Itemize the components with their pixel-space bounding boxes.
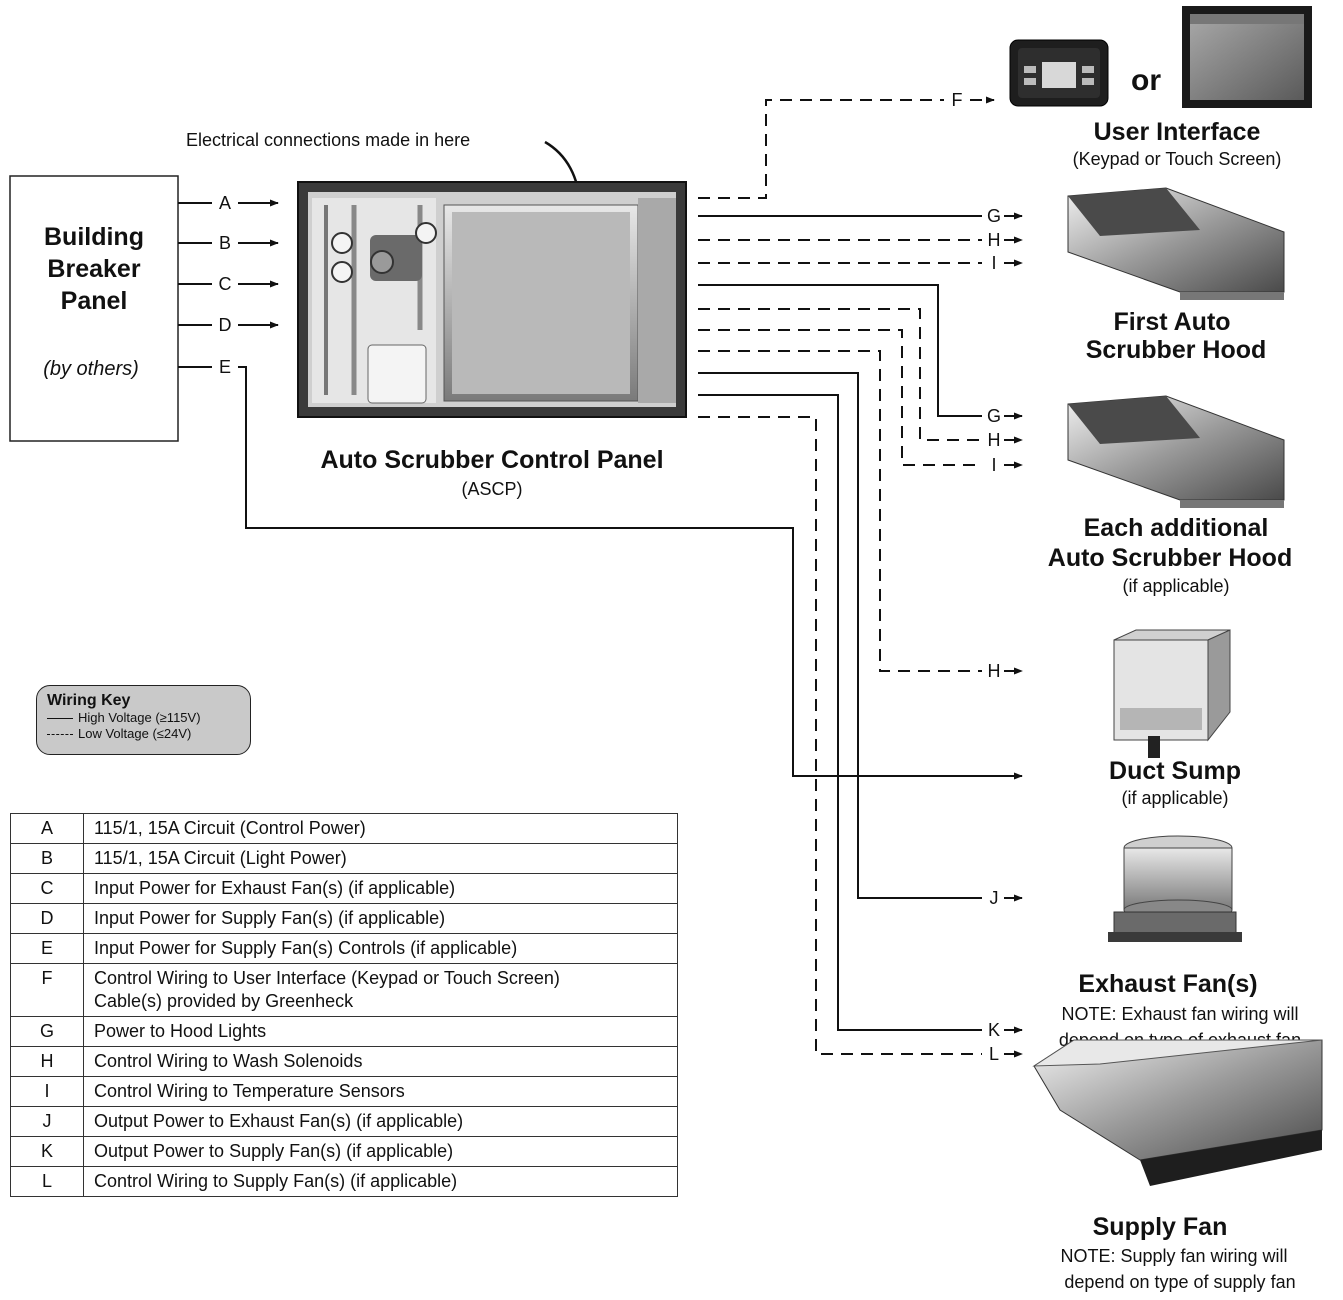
wire-description: Input Power for Supply Fan(s) (if applic… <box>83 903 678 934</box>
wire-code: C <box>10 873 84 904</box>
wire-description: Control Wiring to Temperature Sensors <box>83 1076 678 1107</box>
wire-code: L <box>10 1166 84 1197</box>
wire-code: I <box>10 1076 84 1107</box>
breaker-panel-note: (by others) <box>43 358 139 380</box>
wire-code: D <box>10 903 84 934</box>
control-panel-title: Auto Scrubber Control Panel <box>320 446 663 474</box>
wire-label-f: F <box>952 90 963 110</box>
wire-label-g1: G <box>987 206 1001 226</box>
wire-code: J <box>10 1106 84 1137</box>
wire-code: A <box>10 813 84 844</box>
wire-label-h1: H <box>988 230 1001 250</box>
breaker-panel-title-2: Breaker <box>47 255 140 283</box>
supply-fan-note-1: NOTE: Supply fan wiring will <box>1060 1246 1287 1266</box>
wire-description: Control Wiring to Supply Fan(s) (if appl… <box>83 1166 678 1197</box>
wire-code: G <box>10 1016 84 1047</box>
wiring-key-title: Wiring Key <box>47 692 131 709</box>
first-hood-title-2: Scrubber Hood <box>1086 336 1267 364</box>
control-panel-image <box>297 181 687 418</box>
user-interface-title: User Interface <box>1094 118 1261 146</box>
or-text: or <box>1131 64 1161 97</box>
wire-label-h2: H <box>988 430 1001 450</box>
wire-code: K <box>10 1136 84 1167</box>
wire-description: Input Power for Supply Fan(s) Controls (… <box>83 933 678 964</box>
duct-sump-title: Duct Sump <box>1109 757 1241 785</box>
callout-text: Electrical connections made in here <box>186 130 470 150</box>
wire-description: 115/1, 15A Circuit (Light Power) <box>83 843 678 874</box>
duct-sump-image <box>1113 629 1231 758</box>
dashed-line-swatch <box>47 733 73 735</box>
wire-label-b: B <box>219 233 231 253</box>
wire-label-j: J <box>990 888 999 908</box>
additional-hood-image <box>1067 395 1285 508</box>
additional-hood-title-2: Auto Scrubber Hood <box>1048 544 1292 572</box>
wire-code: B <box>10 843 84 874</box>
additional-hood-subtitle: (if applicable) <box>1122 576 1229 596</box>
wire-label-h3: H <box>988 661 1001 681</box>
wire-label-i1: I <box>991 253 996 273</box>
wire-label-a: A <box>219 193 231 213</box>
wire-description: Output Power to Supply Fan(s) (if applic… <box>83 1136 678 1167</box>
breaker-panel-title-3: Panel <box>61 287 128 315</box>
first-hood-title-1: First Auto <box>1113 308 1230 336</box>
exhaust-fan-image <box>1108 835 1242 942</box>
supply-fan-title: Supply Fan <box>1093 1213 1228 1241</box>
input-wires: A B C D E <box>178 193 1023 780</box>
duct-sump-subtitle: (if applicable) <box>1121 788 1228 808</box>
legend-low-voltage: Low Voltage (≤24V) <box>47 726 240 742</box>
wire-label-k: K <box>988 1020 1000 1040</box>
supply-fan-note-2: depend on type of supply fan <box>1064 1272 1295 1292</box>
building-breaker-panel: Building Breaker Panel (by others) <box>9 175 179 442</box>
wire-description: 115/1, 15A Circuit (Control Power) <box>83 813 678 844</box>
wire-description: Control Wiring to User Interface (Keypad… <box>83 963 678 1017</box>
wire-label-c: C <box>219 274 232 294</box>
wire-label-d: D <box>219 315 232 335</box>
wire-description: Control Wiring to Wash Solenoids <box>83 1046 678 1077</box>
wire-label-e: E <box>219 357 231 377</box>
touch-screen-image <box>1182 6 1312 108</box>
wire-code: H <box>10 1046 84 1077</box>
user-interface-subtitle: (Keypad or Touch Screen) <box>1073 149 1282 169</box>
wire-code: F <box>10 963 84 1017</box>
wire-code: E <box>10 933 84 964</box>
legend-high-voltage-label: High Voltage (≥115V) <box>78 710 201 725</box>
keypad-image <box>1009 39 1109 107</box>
exhaust-fan-title: Exhaust Fan(s) <box>1078 970 1257 998</box>
breaker-panel-title-1: Building <box>44 223 144 251</box>
wiring-key: Wiring Key High Voltage (≥115V) Low Volt… <box>36 685 251 755</box>
first-hood-image <box>1067 187 1285 300</box>
legend-high-voltage: High Voltage (≥115V) <box>47 710 240 726</box>
control-panel-subtitle: (ASCP) <box>461 479 522 499</box>
output-wires: F G H I G H I H J K L <box>698 90 1023 1064</box>
wire-label-i2: I <box>991 455 996 475</box>
supply-fan-image <box>1032 1039 1323 1186</box>
legend-low-voltage-label: Low Voltage (≤24V) <box>78 726 192 741</box>
wire-description: Output Power to Exhaust Fan(s) (if appli… <box>83 1106 678 1137</box>
wire-label-g2: G <box>987 406 1001 426</box>
additional-hood-title-1: Each additional <box>1084 514 1269 542</box>
wire-label-l: L <box>989 1044 999 1064</box>
exhaust-fan-note-1: NOTE: Exhaust fan wiring will <box>1061 1004 1298 1024</box>
wire-description: Power to Hood Lights <box>83 1016 678 1047</box>
solid-line-swatch <box>47 717 73 719</box>
wire-description: Input Power for Exhaust Fan(s) (if appli… <box>83 873 678 904</box>
